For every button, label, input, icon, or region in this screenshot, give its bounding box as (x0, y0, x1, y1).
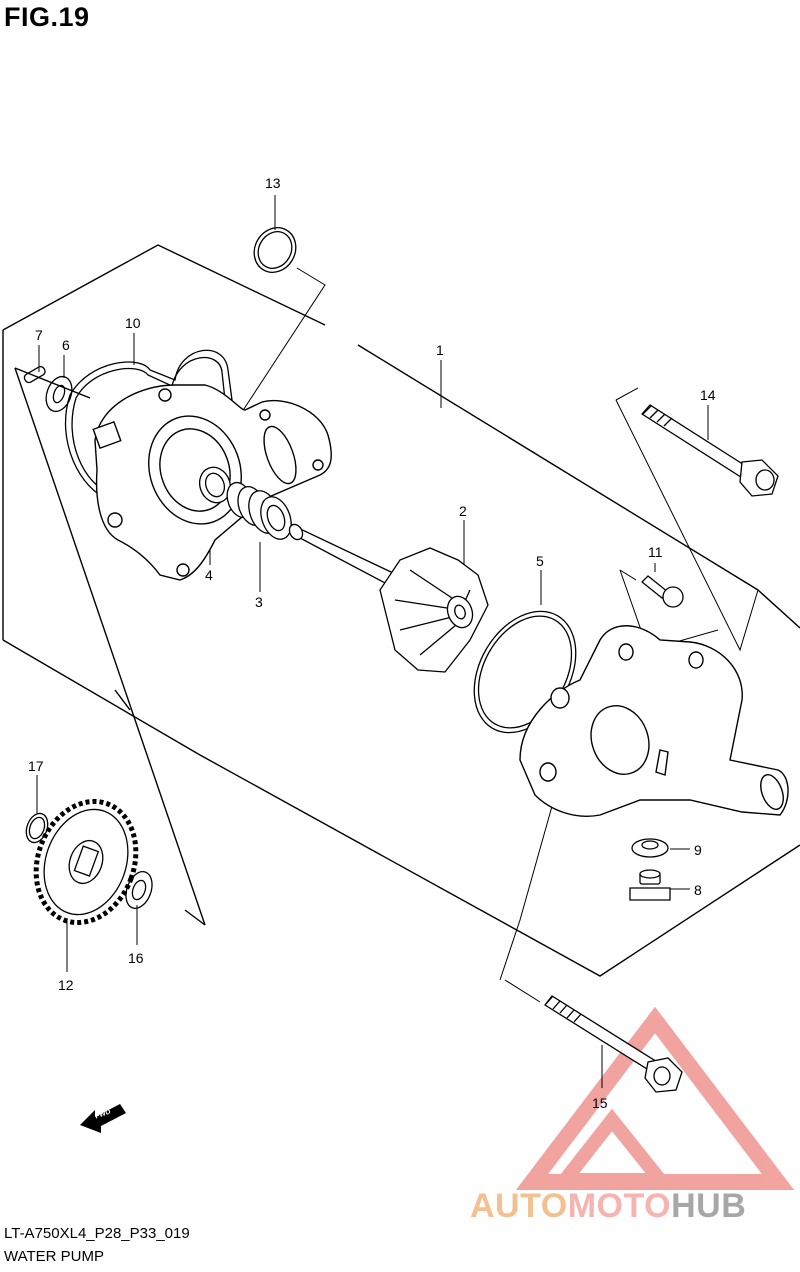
part-13-oring (253, 227, 297, 273)
footer-figure-code: LT-A750XL4_P28_P33_019 (4, 1225, 190, 1242)
part-2-impeller (379, 547, 489, 673)
callout-4: 4 (205, 567, 213, 583)
part-15-bolt (544, 995, 683, 1093)
part-7-pin (23, 365, 46, 384)
callout-17: 17 (28, 758, 44, 774)
part-10-gasket (65, 349, 233, 501)
callout-5: 5 (536, 553, 544, 569)
callout-10: 10 (125, 315, 141, 331)
fwd-arrow-icon: FWD (80, 1104, 126, 1133)
brand-part-moto: MOTO (567, 1187, 672, 1225)
part-9-washer (631, 838, 669, 858)
watermark-brand: AUTOMOTOHUB (470, 1187, 746, 1226)
callout-16: 16 (128, 950, 144, 966)
part-3-mech-seal (226, 481, 292, 540)
part-6-washer (45, 375, 73, 413)
part-12-gear (33, 798, 139, 926)
callout-7: 7 (35, 327, 43, 343)
footer-figure-name: WATER PUMP (4, 1248, 104, 1265)
pump-cover (519, 625, 789, 817)
callout-15: 15 (592, 1095, 608, 1111)
brand-part-auto: AUTO (470, 1187, 568, 1225)
callout-11: 11 (648, 544, 663, 560)
figure-title: FIG.19 (4, 2, 90, 32)
part-16-washer (125, 871, 153, 909)
callout-12: 12 (58, 977, 74, 993)
watermark-triangle-icon (515, 1006, 795, 1190)
callout-9: 9 (694, 842, 702, 858)
callout-6: 6 (62, 337, 70, 353)
part-14-bolt (641, 404, 779, 497)
part-8-drain-bolt (629, 869, 671, 901)
brand-part-hub: HUB (671, 1187, 747, 1225)
part-17-circlip (25, 812, 49, 844)
callout-1: 1 (436, 342, 444, 358)
callout-14: 14 (700, 387, 716, 403)
part-4-seal (198, 466, 232, 504)
callout-13: 13 (265, 175, 281, 191)
callout-2: 2 (459, 503, 467, 519)
callout-numbers: 1 2 3 4 5 6 7 8 9 10 11 12 13 14 15 16 1… (28, 175, 716, 1111)
leader-lines (36, 195, 759, 1088)
callout-3: 3 (255, 594, 263, 610)
part-11-screw (641, 575, 684, 608)
callout-8: 8 (694, 882, 702, 898)
